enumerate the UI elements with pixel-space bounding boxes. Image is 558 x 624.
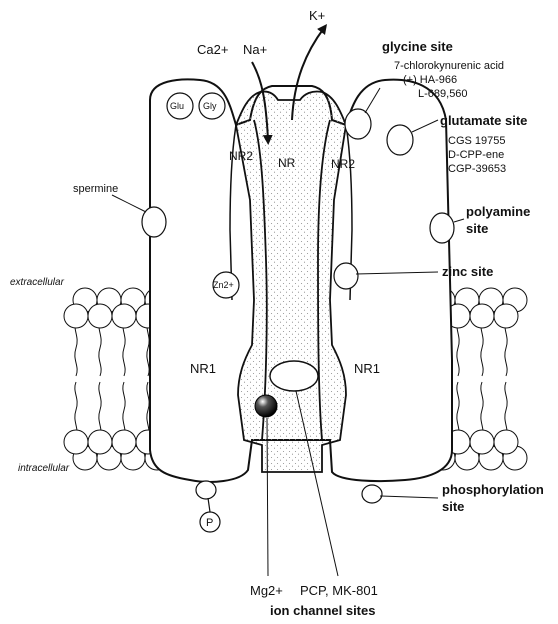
lipid-head — [88, 304, 112, 328]
glycine-ligand-3: L-689,560 — [418, 88, 468, 100]
nr1-left-label: NR1 — [190, 361, 216, 376]
polyamine-site-label-2: site — [466, 221, 488, 236]
polyamine-site-label-1: polyamine — [466, 204, 530, 219]
lipid-head — [64, 304, 88, 328]
glycine-ligand-2: (+) HA-966 — [403, 74, 457, 86]
lipid-head — [494, 304, 518, 328]
zinc-site-right — [334, 263, 358, 289]
polyamine-site-right — [430, 213, 454, 243]
glutamate-site-label: glutamate site — [440, 113, 527, 128]
zinc-site-label: zinc site — [442, 264, 493, 279]
p-bump — [196, 481, 216, 499]
nr2-left-label: NR2 — [229, 149, 253, 163]
pcp-label: PCP, MK-801 — [300, 583, 378, 598]
pcp-site — [270, 361, 318, 391]
intracellular-label: intracellular — [18, 463, 70, 474]
zn-label: Zn2+ — [213, 280, 234, 290]
nr2-right-label: NR2 — [331, 157, 355, 171]
nr-center-label: NR — [278, 156, 296, 170]
phosphorylation-label-1: phosphorylation — [442, 482, 544, 497]
lipid-head — [88, 430, 112, 454]
glycine-site-right — [345, 109, 371, 139]
lipid-head — [494, 430, 518, 454]
glutamate-ligand-3: CGP-39653 — [448, 163, 506, 175]
glu-label: Glu — [170, 101, 184, 111]
lipid-head — [470, 304, 494, 328]
k-ion-label: K+ — [309, 8, 325, 23]
glutamate-site-right — [387, 125, 413, 155]
ca-ion-label: Ca2+ — [197, 42, 228, 57]
nr1-right-label: NR1 — [354, 361, 380, 376]
lipid-head — [64, 430, 88, 454]
glycine-site-label: glycine site — [382, 39, 453, 54]
glutamate-ligand-1: CGS 19755 — [448, 135, 505, 147]
extracellular-label: extracellular — [10, 277, 65, 288]
left-membrane-tails — [75, 318, 149, 440]
lipid-head — [470, 430, 494, 454]
glutamate-ligand-2: D-CPP-ene — [448, 149, 504, 161]
glycine-ligand-1: 7-chlorokynurenic acid — [394, 60, 504, 72]
spermine-label: spermine — [73, 183, 118, 195]
lipid-head — [112, 430, 136, 454]
mg-ion-ball — [255, 395, 277, 417]
na-ion-label: Na+ — [243, 42, 267, 57]
ion-channel-sites-label: ion channel sites — [270, 603, 375, 618]
phosphorylation-label-2: site — [442, 499, 464, 514]
p-label: P — [206, 517, 213, 529]
lipid-head — [112, 304, 136, 328]
p-connector — [208, 498, 210, 512]
gly-label: Gly — [203, 101, 217, 111]
mg-label: Mg2+ — [250, 583, 283, 598]
phosphorylation-bump — [362, 485, 382, 503]
